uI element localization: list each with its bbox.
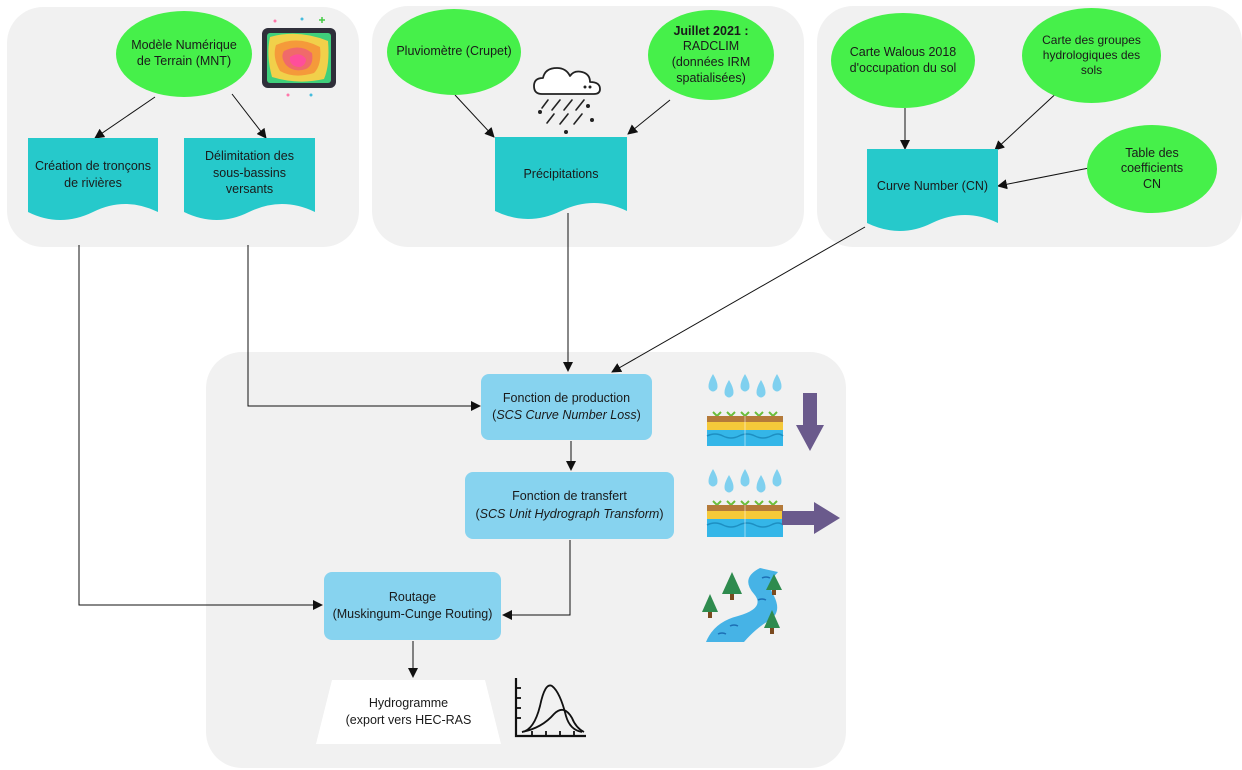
- input-radclim: Juillet 2021 : RADCLIM (données IRM spat…: [648, 10, 774, 100]
- soil-infiltration-icon: [706, 374, 784, 446]
- topographic-map-icon: [262, 17, 336, 97]
- doc-shape: [184, 138, 315, 220]
- input-table-cn: Table des coefficients CN: [1087, 125, 1217, 213]
- doc-troncons: Création de tronçons de rivières: [28, 138, 158, 228]
- doc-precipitations: Précipitations: [495, 137, 627, 227]
- process-production: Fonction de production (SCS Curve Number…: [481, 374, 652, 440]
- production-title: Fonction de production: [502, 390, 631, 405]
- doc-shape: [28, 138, 158, 220]
- hydrograph-chart-icon: [514, 678, 586, 738]
- radclim-date: Juillet 2021 :: [673, 23, 749, 38]
- output-hydrogramme: Hydrogramme (export vers HEC-RAS: [316, 680, 501, 744]
- arrow-cn-to-production: [611, 226, 866, 373]
- transfert-method-name: SCS Unit Hydrograph Transform: [479, 506, 660, 521]
- arrow-mnt-to-sous-bassins: [231, 93, 267, 139]
- output-shape: [316, 680, 501, 744]
- doc-curve-number-label: Curve Number (CN): [876, 178, 989, 193]
- output-line2: (export vers HEC-RAS: [345, 713, 472, 727]
- doc-sous-bassins-label: Délimitation des sous-bassins versants: [205, 148, 294, 197]
- process-routage: Routage (Muskingum-Cunge Routing): [324, 572, 501, 640]
- output-line1: Hydrogramme: [368, 696, 449, 711]
- input-mnt: Modèle Numérique de Terrain (MNT): [116, 11, 252, 97]
- arrow-transfert-to-routage: [502, 540, 571, 620]
- arrow-mnt-to-troncons: [94, 96, 156, 139]
- doc-shape: [867, 149, 998, 231]
- arrow-pluvio-to-precip: [454, 94, 495, 138]
- input-groupes-hydrologiques: Carte des groupes hydrologiques des sols: [1022, 8, 1161, 103]
- right-arrow-icon: [782, 502, 840, 534]
- doc-curve-number: Curve Number (CN): [867, 149, 998, 239]
- rain-cloud-icon: [533, 67, 601, 134]
- doc-troncons-label: Création de tronçons de rivières: [34, 159, 152, 190]
- doc-precipitations-label: Précipitations: [523, 166, 599, 181]
- doc-shape: [495, 137, 627, 219]
- production-method: (SCS Curve Number Loss): [492, 408, 641, 422]
- output-label: Hydrogramme (export vers HEC-RAS: [316, 680, 501, 744]
- routage-title: Routage: [388, 589, 437, 604]
- river-forest-icon: [702, 568, 782, 642]
- routage-method: (Muskingum-Cunge Routing): [332, 607, 493, 621]
- production-method-name: SCS Curve Number Loss: [496, 408, 637, 422]
- arrow-troncons-to-routage: [78, 245, 323, 610]
- input-pluviometre: Pluviomètre (Crupet): [387, 9, 521, 95]
- arrow-sous-bassins-to-production: [247, 245, 481, 411]
- transfert-method: (SCS Unit Hydrograph Transform): [475, 506, 664, 521]
- doc-sous-bassins: Délimitation des sous-bassins versants: [184, 138, 315, 228]
- down-arrow-icon: [796, 393, 824, 451]
- arrow-radclim-to-precip: [627, 99, 671, 135]
- arrow-table-to-cn: [997, 167, 1090, 190]
- radclim-text: RADCLIM (données IRM spatialisées): [671, 39, 751, 85]
- arrow-groupes-to-cn: [994, 87, 1063, 151]
- process-transfert: Fonction de transfert (SCS Unit Hydrogra…: [465, 472, 674, 539]
- transfert-title: Fonction de transfert: [512, 489, 627, 503]
- input-walous: Carte Walous 2018 d'occupation du sol: [831, 13, 975, 108]
- surface-runoff-icon: [706, 469, 784, 537]
